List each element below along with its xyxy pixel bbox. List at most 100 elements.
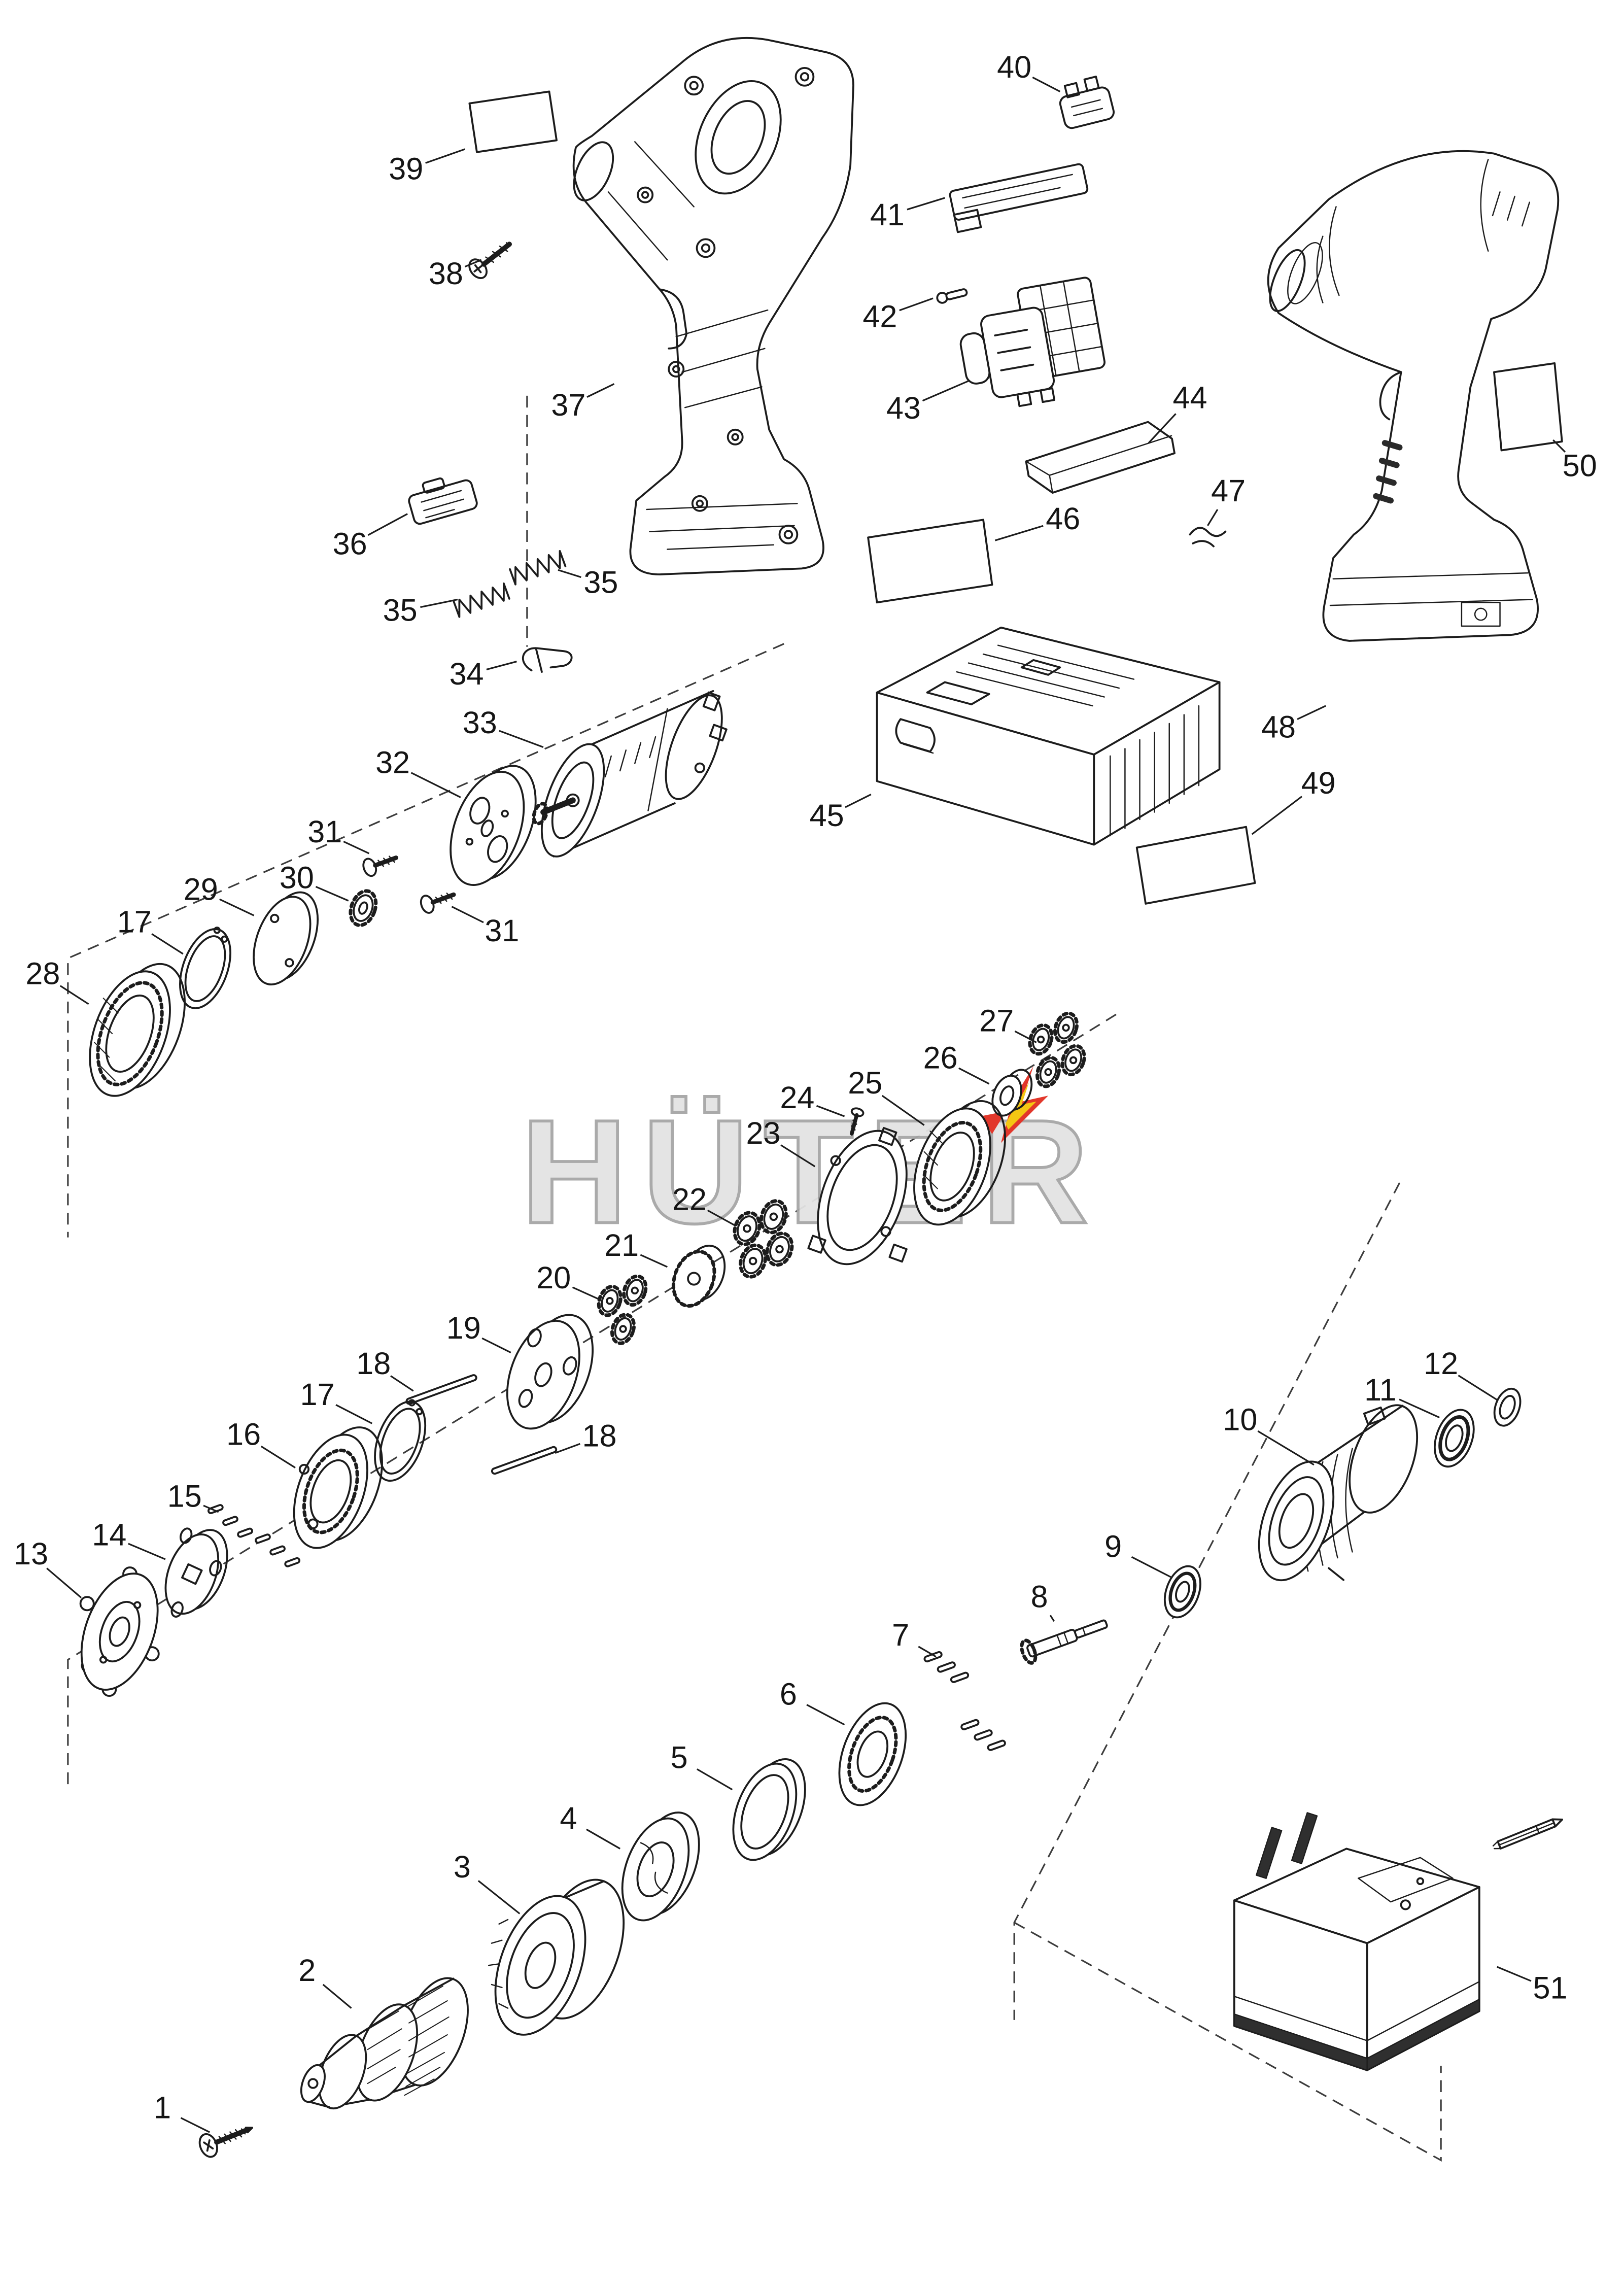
leader-line-part-24 (816, 1105, 845, 1117)
part-19-carrier-drawing (506, 1314, 594, 1430)
leader-line-part-18 (390, 1375, 414, 1392)
part-25-ring-gear-drawing (913, 1100, 1006, 1226)
part-24-screw-drawing (850, 1107, 865, 1136)
leader-line-part-31 (343, 840, 370, 855)
leader-line-part-51 (1497, 1966, 1532, 1982)
part-35-spring-drawing (453, 582, 510, 618)
leader-line-part-3 (477, 1880, 521, 1915)
part-35-spring-drawing-2 (509, 550, 567, 586)
leader-line-part-13 (46, 1567, 82, 1598)
leader-line-part-7 (918, 1646, 937, 1658)
leader-line-part-30 (315, 885, 349, 902)
leader-line-part-35 (420, 598, 458, 608)
leader-line-part-1 (180, 2117, 210, 2133)
leader-line-part-29 (219, 898, 255, 916)
leader-line-part-4 (586, 1828, 620, 1850)
leader-line-part-34 (486, 661, 517, 670)
leader-line-part-2 (322, 1984, 352, 2009)
part-12-washer-drawing (1493, 1387, 1522, 1427)
leader-line-part-36 (367, 513, 408, 536)
leader-line-part-12 (1458, 1375, 1498, 1401)
leader-line-part-6 (806, 1704, 845, 1726)
part-4-adjust-nut-drawing (621, 1812, 700, 1922)
part-45-battery-drawing (876, 626, 1221, 846)
part-2-chuck-drawing (300, 1977, 469, 2110)
leader-line-part-35 (558, 569, 581, 578)
leader-line-part-18 (555, 1443, 580, 1454)
part-14-carrier-plate-drawing (164, 1527, 228, 1618)
part-43-trigger-switch-drawing (959, 277, 1106, 407)
leader-line-part-20 (572, 1286, 600, 1301)
leader-line-part-39 (425, 148, 466, 164)
leader-line-part-27 (1014, 1030, 1037, 1043)
part-17-ring-drawing-2 (374, 1399, 427, 1482)
leader-line-part-5 (697, 1768, 733, 1791)
part-8-spindle-drawing (1020, 1619, 1108, 1665)
leader-line-part-37 (586, 383, 615, 398)
part-17-ring-drawing (179, 927, 231, 1009)
part-38-screw-drawing (468, 242, 512, 279)
part-31-screw-drawing-2 (420, 892, 456, 914)
leader-line-part-26 (958, 1067, 990, 1085)
leader-line-part-31 (451, 906, 484, 924)
leader-line-part-16 (260, 1445, 296, 1468)
part-49-sticker-drawing (1135, 826, 1256, 905)
part-50-sticker-drawing (1493, 362, 1563, 452)
part-10-gearbox-housing-drawing (1258, 1404, 1419, 1582)
leader-line-part-17 (335, 1404, 373, 1424)
leader-line-part-28 (59, 985, 89, 1005)
leader-line-part-10 (1257, 1430, 1315, 1466)
part-36-button-drawing (408, 477, 478, 525)
part-3-clutch-collar-drawing (488, 1878, 625, 2036)
part-28-ring-gear-drawing (89, 963, 186, 1097)
part-15-pins-drawing (208, 1504, 301, 1567)
leader-line-part-44 (1148, 413, 1177, 444)
part-9-bearing-drawing (1164, 1565, 1201, 1619)
part-5-ring-drawing (732, 1758, 806, 1861)
leader-line-part-32 (410, 772, 461, 798)
leader-line-part-23 (780, 1144, 816, 1168)
huter-watermark: HÜTER (520, 1066, 1090, 1255)
leader-line-part-8 (1049, 1615, 1055, 1622)
leader-line-part-45 (845, 794, 872, 808)
part-18-pin-drawing-2 (491, 1446, 558, 1475)
part-34-wire-clip-drawing (522, 647, 573, 673)
leader-lines (46, 77, 1566, 2133)
part-20-planet-gears-drawing (597, 1274, 648, 1345)
leader-line-part-38 (464, 259, 482, 268)
part-23-carrier-ring-drawing (807, 1126, 908, 1266)
part-37-housing-left-drawing (572, 37, 854, 575)
leader-line-part-9 (1131, 1556, 1171, 1578)
leader-line-part-25 (881, 1095, 925, 1126)
part-16-ring-gear-drawing (293, 1426, 383, 1549)
part-21-sun-gear-drawing (671, 1244, 726, 1308)
leader-line-part-46 (994, 525, 1044, 541)
part-39-sticker-drawing (468, 90, 558, 153)
leader-line-part-47 (1207, 509, 1219, 526)
leader-line-part-19 (481, 1337, 511, 1353)
part-1-screw-drawing (198, 2127, 254, 2158)
part-27-planet-gears-drawing (1028, 1011, 1086, 1088)
leader-line-part-17 (151, 933, 184, 955)
leader-line-part-11 (1399, 1398, 1440, 1419)
part-51-charger-drawing (1233, 1812, 1480, 2071)
part-48-drill-body-drawing (1267, 150, 1560, 642)
part-33-motor-drawing (532, 690, 728, 858)
leader-line-part-21 (640, 1254, 668, 1268)
part-13-clutch-ring-drawing (79, 1566, 160, 1697)
leader-line-part-14 (128, 1543, 166, 1560)
leader-line-part-33 (499, 730, 544, 748)
leader-line-part-40 (1032, 77, 1061, 92)
leader-line-part-50 (1552, 439, 1566, 453)
part-44-plate-drawing (1025, 421, 1176, 494)
part-18-pin-drawing (405, 1374, 477, 1405)
leader-line-part-42 (899, 297, 934, 312)
leader-line-part-49 (1251, 796, 1303, 835)
construction-dashed-lines (67, 395, 1442, 2162)
part-30-gear-drawing (349, 889, 378, 927)
leader-line-part-41 (907, 197, 945, 211)
part-29-plate-drawing (253, 891, 319, 986)
driver-bit-drawing (1492, 1818, 1563, 1850)
